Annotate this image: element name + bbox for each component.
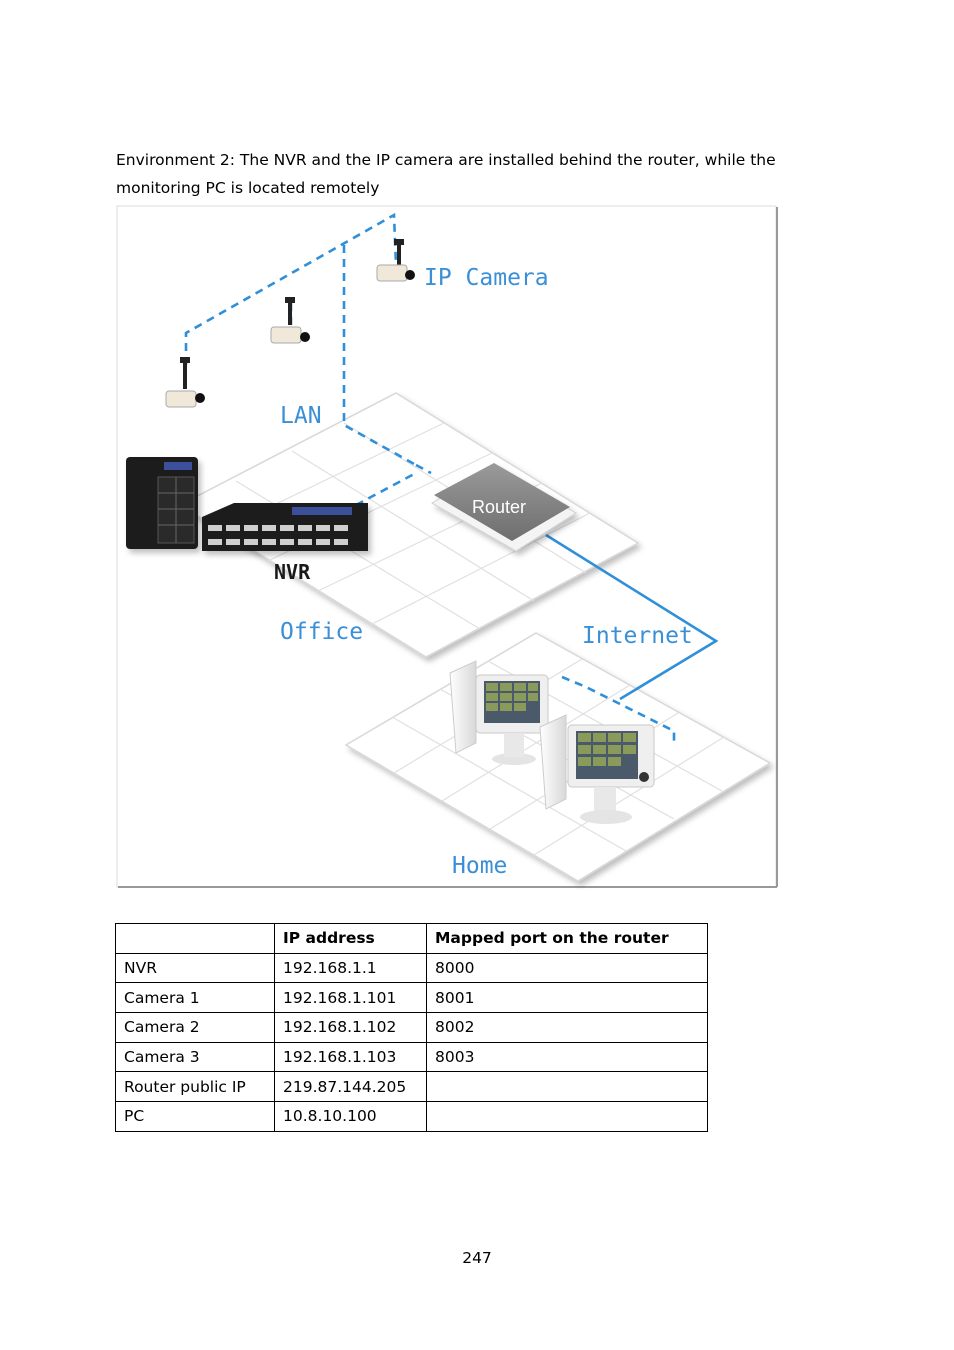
network-diagram: Router IP Camera LAN NVR Office Internet… <box>116 205 778 888</box>
nvr-rack-icon <box>202 503 368 551</box>
table-cell: 8000 <box>426 952 708 984</box>
table-cell: 219.87.144.205 <box>274 1071 427 1103</box>
table-cell: NVR <box>115 952 275 984</box>
table-cell: 8001 <box>426 982 708 1014</box>
table-cell: Camera 1 <box>115 982 275 1014</box>
table-cell: 192.168.1.103 <box>274 1041 427 1073</box>
nvr-tower-icon <box>126 457 198 549</box>
table-row: NVR 192.168.1.1 8000 <box>115 952 708 984</box>
table-cell: 8003 <box>426 1041 708 1073</box>
office-label: Office <box>280 619 363 645</box>
table-cell: 192.168.1.1 <box>274 952 427 984</box>
table-row: Camera 1 192.168.1.101 8001 <box>115 982 708 1014</box>
table-cell: Camera 3 <box>115 1041 275 1073</box>
home-label: Home <box>452 853 507 879</box>
router-icon <box>430 463 577 552</box>
table-header-row: IP address Mapped port on the router <box>115 923 708 954</box>
table-cell: PC <box>115 1101 275 1132</box>
table-row: Router public IP 219.87.144.205 <box>115 1071 708 1103</box>
intro-paragraph: Environment 2: The NVR and the IP camera… <box>116 146 836 202</box>
internet-link <box>545 533 719 701</box>
table-header-cell: IP address <box>274 923 427 954</box>
table-cell: 10.8.10.100 <box>274 1101 427 1132</box>
table-cell: 192.168.1.102 <box>274 1012 427 1043</box>
camera-icon <box>165 357 205 408</box>
table-row: Camera 2 192.168.1.102 8002 <box>115 1012 708 1043</box>
table-cell <box>426 1101 708 1132</box>
router-label: Router <box>472 497 526 517</box>
intro-line-1: Environment 2: The NVR and the IP camera… <box>116 151 776 169</box>
lan-label: LAN <box>280 403 322 429</box>
ip-camera-label: IP Camera <box>424 265 549 291</box>
table-header-cell: Mapped port on the router <box>426 923 708 954</box>
table-cell: 8002 <box>426 1012 708 1043</box>
table-row: Camera 3 192.168.1.103 8003 <box>115 1041 708 1073</box>
nvr-label: NVR <box>274 560 311 584</box>
table-cell <box>426 1071 708 1103</box>
pc-icon <box>449 660 549 765</box>
table-header-cell <box>115 923 275 954</box>
table-cell: 192.168.1.101 <box>274 982 427 1014</box>
pc-icon <box>539 714 655 824</box>
ip-address-table: IP address Mapped port on the router NVR… <box>115 923 708 1132</box>
camera-icon <box>376 239 415 282</box>
table-row: PC 10.8.10.100 <box>115 1101 708 1132</box>
table-cell: Camera 2 <box>115 1012 275 1043</box>
camera-icon <box>270 297 310 344</box>
table-cell: Router public IP <box>115 1071 275 1103</box>
intro-line-2: monitoring PC is located remotely <box>116 179 380 197</box>
page-number: 247 <box>462 1249 492 1267</box>
office-floor <box>178 392 640 658</box>
internet-label: Internet <box>582 623 693 649</box>
